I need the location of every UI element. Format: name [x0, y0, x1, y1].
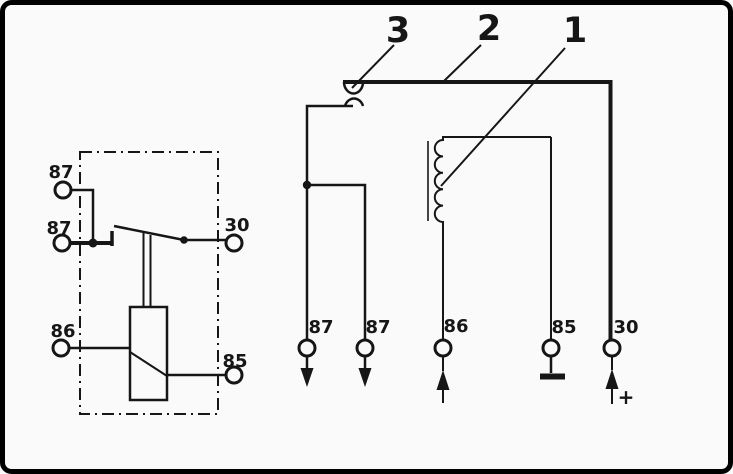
terminal-label-85: 85: [222, 351, 247, 372]
terminal-circle-30: [602, 338, 622, 358]
switch-arm: [113, 224, 185, 242]
terminal-label-87-lower: 87: [46, 218, 71, 239]
coil-box: [128, 305, 169, 402]
wire-87-first: [305, 104, 353, 340]
wire-87-upper: [71, 188, 95, 241]
terminal-label-30: 30: [613, 317, 638, 338]
left-relay-schematic: 87 87 30 86 85: [46, 151, 250, 415]
relay-housing-box: [79, 151, 219, 415]
terminal-circle-87-upper: [53, 180, 73, 200]
leader-line-1: [440, 47, 566, 187]
wire-87-second: [307, 183, 367, 340]
contact-lower-half: [343, 97, 365, 107]
terminal-circle-86: [51, 338, 71, 358]
terminal-label-87-second: 87: [365, 317, 390, 338]
terminal-circle-86: [433, 338, 453, 358]
terminal-label-86: 86: [50, 321, 75, 342]
coil-winding: [433, 136, 551, 340]
terminal-circle-85: [541, 338, 561, 358]
supply-bus-wire: [343, 80, 613, 340]
right-circuit-schematic: 3 2 1 87 87 86 85 30: [297, 9, 639, 409]
load-arrow-87-first: [300, 356, 314, 387]
terminal-circle-87-first: [297, 338, 317, 358]
terminal-label-86: 86: [443, 316, 468, 337]
contact-upper-half: [342, 81, 365, 95]
supply-arrow-30: +: [605, 356, 635, 409]
terminal-circle-30: [224, 233, 244, 253]
terminal-label-87-first: 87: [308, 317, 333, 338]
ground-symbol-85: [540, 356, 565, 380]
input-arrow-86: [436, 356, 450, 403]
leader-line-3: [351, 44, 395, 89]
terminal-label-30: 30: [224, 215, 249, 236]
leader-line-2: [443, 44, 482, 82]
arrow-head-down: [358, 368, 372, 387]
arrow-head-up: [436, 370, 450, 390]
plus-sign: +: [618, 385, 635, 409]
coil-box-diagonal: [129, 351, 168, 377]
load-arrow-87-second: [358, 356, 372, 387]
callout-1: 1: [563, 11, 587, 51]
arrow-head-down: [300, 368, 314, 387]
callout-2: 2: [477, 9, 501, 49]
terminal-circle-87-second: [355, 338, 375, 358]
terminal-label-87-upper: 87: [48, 162, 73, 183]
arrow-head-up: [605, 369, 619, 389]
armature-link: [142, 233, 152, 307]
terminal-label-85: 85: [551, 317, 576, 338]
callout-3: 3: [386, 11, 410, 51]
